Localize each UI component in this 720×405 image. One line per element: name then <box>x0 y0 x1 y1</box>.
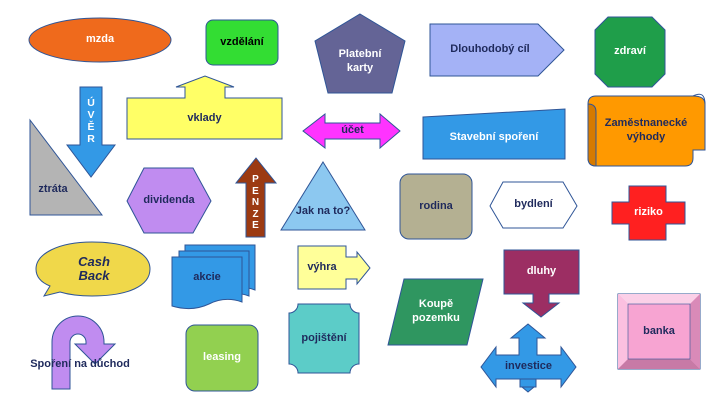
scroll-curl-left <box>587 103 597 167</box>
banka-bevel-inner <box>627 303 691 360</box>
banka-bevel-left <box>618 294 628 369</box>
dividenda-hexagon <box>126 167 212 234</box>
scroll-curl-top <box>692 93 706 105</box>
vzdelani-rounded-rect <box>205 19 279 66</box>
vyhra-callout <box>297 245 371 290</box>
akcie-doc-front <box>171 256 243 310</box>
rodina-rounded-rect <box>399 173 473 240</box>
vklady-callout <box>126 75 283 140</box>
stavebni-sporeni-shape <box>422 108 566 160</box>
banka-bevel-top <box>618 294 700 304</box>
jak-na-to-triangle <box>280 161 366 231</box>
koupe-pozemku-parallelogram <box>387 278 484 346</box>
platebni-karty-pentagon <box>314 13 406 94</box>
mzda-ellipse <box>28 17 172 63</box>
sporeni-na-duchod-uturn <box>51 315 117 390</box>
leasing-rounded-rect <box>185 324 259 392</box>
banka-bevel-bottom <box>618 359 700 369</box>
zamestnanecke-vyhody-scroll <box>587 95 706 167</box>
ztrata-triangle <box>29 118 104 216</box>
riziko-cross <box>611 185 686 241</box>
investice-quad-arrow <box>480 323 577 393</box>
dluhy-callout <box>503 249 580 318</box>
banka-bevel-right <box>690 294 700 369</box>
penze-up-arrow <box>234 157 278 238</box>
cash-back-bubble <box>35 241 151 297</box>
zdravi-octagon <box>594 16 666 88</box>
pojisteni-plaque <box>288 303 360 374</box>
uver-down-arrow <box>66 86 116 178</box>
dlouhodoby-cil-arrow <box>429 23 565 77</box>
bydleni-hexagon <box>489 181 578 229</box>
ucet-double-arrow <box>302 112 401 150</box>
